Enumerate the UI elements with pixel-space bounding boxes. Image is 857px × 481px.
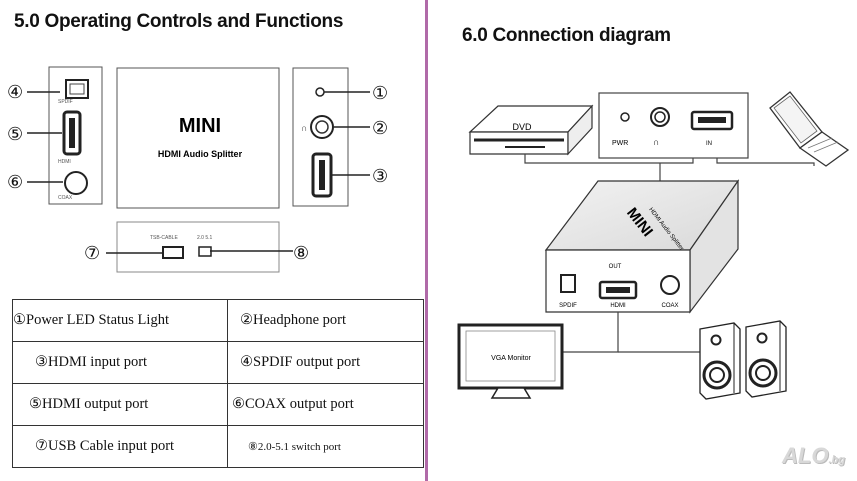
table-row: ⑦USB Cable input port ⑧2.0-5.1 switch po… xyxy=(12,425,424,468)
callouts-left: ④ ⑤ ⑥ xyxy=(7,82,63,192)
splitter-input-panel: PWR ∩ IN xyxy=(598,92,749,159)
section-title-connection-diagram: 6.0 Connection diagram xyxy=(462,25,671,46)
table-row: ⑤HDMI output port ⑥COAX output port xyxy=(12,383,424,426)
connection-lines-bottom xyxy=(563,312,700,353)
dvd-player: DVD xyxy=(468,104,594,156)
vertical-divider xyxy=(425,0,428,481)
table-cell: ①Power LED Status Light xyxy=(12,299,228,342)
coax-side-label: COAX xyxy=(58,195,73,201)
splitter-device-3d: MINI HDMI Audio Splitter OUT SPDIF HDMI … xyxy=(544,179,740,314)
pwr-label: PWR xyxy=(612,140,628,147)
callout-1: ① xyxy=(372,83,388,103)
watermark-suffix: .bg xyxy=(828,454,846,466)
device-front-view: MINI HDMI Audio Splitter xyxy=(116,67,280,209)
usb-side-view: TSB-CABLE 2.0 5.1 xyxy=(106,221,293,273)
side-view-outputs: SPDIF HDMI COAX xyxy=(48,66,103,205)
device-front-line2: HDMI Audio Splitter xyxy=(158,149,243,159)
table-row: ①Power LED Status Light ②Headphone port xyxy=(12,299,424,342)
monitor-label: VGA Monitor xyxy=(491,355,531,362)
coax-label: COAX xyxy=(661,303,678,309)
table-cell: ⑧2.0-5.1 switch port xyxy=(227,425,424,468)
device-front-line1: MINI xyxy=(179,115,221,137)
table-cell: ②Headphone port xyxy=(227,299,424,342)
callouts-bottom: ⑦ ⑧ xyxy=(84,243,309,263)
laptop xyxy=(769,91,850,167)
dvd-label: DVD xyxy=(512,122,532,132)
watermark-logo: ALO.bg xyxy=(782,443,845,469)
connection-lines-top xyxy=(524,154,815,182)
callout-6: ⑥ xyxy=(7,172,23,192)
callouts-right: ① ② ③ xyxy=(324,83,388,186)
headphone-label: ∩ xyxy=(653,137,659,147)
table-cell: ④SPDIF output port xyxy=(227,341,424,384)
usb-port-label: TSB-CABLE xyxy=(150,235,178,241)
speaker-left xyxy=(699,322,741,400)
table-row: ③HDMI input port ④SPDIF output port xyxy=(12,341,424,384)
callout-5: ⑤ xyxy=(7,124,23,144)
callout-7: ⑦ xyxy=(84,243,100,263)
watermark-text: ALO xyxy=(782,443,829,468)
hdmi-in-label: IN xyxy=(706,141,712,147)
side-view-inputs: ∩ xyxy=(292,67,349,207)
callout-4: ④ xyxy=(7,82,23,102)
callout-2: ② xyxy=(372,118,388,138)
section-title-operating-controls: 5.0 Operating Controls and Functions xyxy=(14,11,344,32)
vga-monitor: VGA Monitor xyxy=(457,323,564,399)
callout-8: ⑧ xyxy=(293,243,309,263)
spdif-label: SPDIF xyxy=(559,303,577,309)
spdif-side-label: SPDIF xyxy=(58,99,73,105)
hdmi-side-label: HDMI xyxy=(58,159,71,165)
speaker-right xyxy=(745,320,787,398)
switch-port-label: 2.0 5.1 xyxy=(197,235,213,241)
table-cell: ⑥COAX output port xyxy=(227,383,424,426)
table-cell: ⑤HDMI output port xyxy=(12,383,228,426)
hdmi-out-label: HDMI xyxy=(610,303,626,309)
table-cell: ⑦USB Cable input port xyxy=(12,425,228,468)
controls-functions-table: ①Power LED Status Light ②Headphone port … xyxy=(12,299,424,468)
table-cell: ③HDMI input port xyxy=(12,341,228,384)
callout-3: ③ xyxy=(372,166,388,186)
headphone-glyph: ∩ xyxy=(301,123,307,133)
out-label: OUT xyxy=(609,264,622,270)
